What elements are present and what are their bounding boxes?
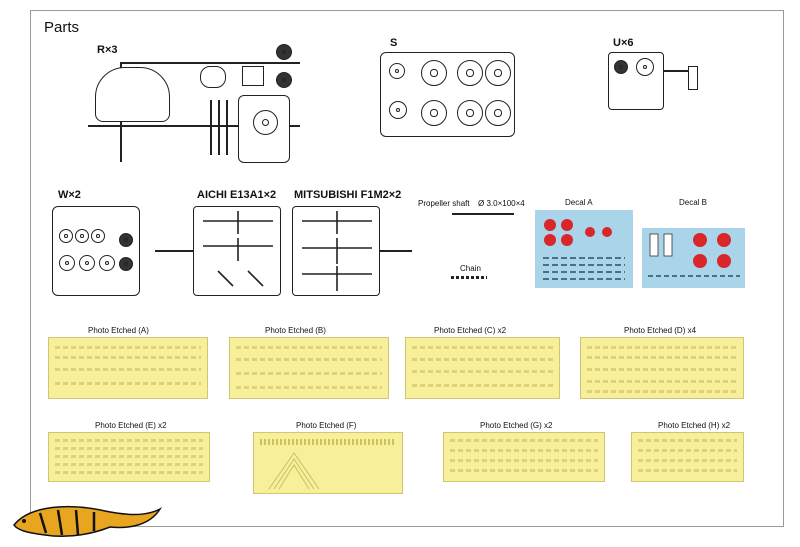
chain-label: Chain	[460, 264, 481, 273]
chain-part	[451, 276, 487, 279]
decal-a	[535, 210, 633, 288]
decal-b	[642, 228, 745, 288]
sprue-mitsubishi-label: MITSUBISHI F1M2×2	[294, 189, 402, 201]
pe-e	[48, 432, 210, 482]
pe-d	[580, 337, 744, 399]
sprue-s	[380, 52, 515, 137]
pe-f-label: Photo Etched (F)	[296, 421, 357, 430]
pe-b-label: Photo Etched (B)	[265, 326, 326, 335]
decal-a-label: Decal A	[565, 198, 593, 207]
sprue-s-label: S	[390, 37, 398, 49]
pe-a-label: Photo Etched (A)	[88, 326, 149, 335]
pe-a	[48, 337, 208, 399]
propeller-shaft-label: Propeller shaft	[418, 199, 470, 208]
pe-e-label: Photo Etched (E) x2	[95, 421, 167, 430]
sprue-aichi-label: AICHI E13A1×2	[197, 189, 277, 201]
sprue-r-label: R×3	[97, 44, 118, 56]
page-title: Parts	[44, 19, 80, 36]
sprue-w-label: W×2	[58, 189, 81, 201]
pe-d-label: Photo Etched (D) x4	[624, 326, 697, 335]
pe-h	[631, 432, 744, 482]
pe-c	[405, 337, 560, 399]
pe-f	[253, 432, 403, 494]
propeller-shaft-size: Ø 3.0×100×4	[478, 199, 525, 208]
pe-g-label: Photo Etched (G) x2	[480, 421, 553, 430]
sprue-u-label: U×6	[613, 37, 634, 49]
propeller-shaft	[452, 213, 514, 215]
decal-b-label: Decal B	[679, 198, 708, 207]
tiger-logo-icon	[13, 505, 163, 538]
sprue-w	[52, 206, 140, 296]
pe-h-label: Photo Etched (H) x2	[658, 421, 731, 430]
pe-b	[229, 337, 389, 399]
pe-c-label: Photo Etched (C) x2	[434, 326, 507, 335]
pe-g	[443, 432, 605, 482]
